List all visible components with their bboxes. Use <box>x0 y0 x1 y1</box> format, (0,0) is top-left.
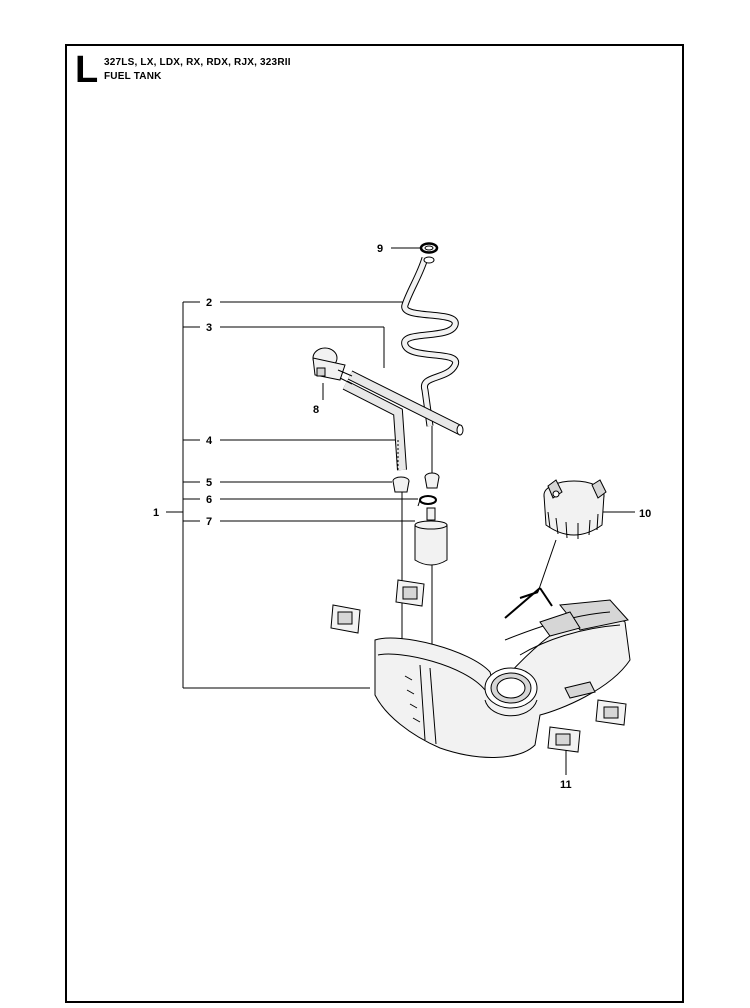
callout-8: 8 <box>313 404 319 416</box>
part-11-pads <box>330 579 627 753</box>
callout-4: 4 <box>206 435 213 447</box>
callout-9: 9 <box>377 243 383 255</box>
callout-6: 6 <box>206 494 212 506</box>
part-1-fuel-tank <box>374 599 631 758</box>
callout-11: 11 <box>560 779 572 791</box>
page-frame <box>65 44 684 1003</box>
callout-7: 7 <box>206 516 212 528</box>
callout-3: 3 <box>206 322 212 334</box>
leader-lines <box>166 247 635 775</box>
callout-5: 5 <box>206 477 212 489</box>
part-2-coiled-hose <box>401 256 459 427</box>
part-10-fuel-cap <box>504 479 607 619</box>
part-4-bent-hose <box>342 380 407 471</box>
part-3-straight-hose <box>347 370 464 436</box>
part-6-clamp <box>417 495 437 507</box>
part-7-fuel-filter <box>414 507 448 566</box>
part-9-clamp <box>419 242 439 254</box>
section-letter: L <box>75 49 99 91</box>
callout-1: 1 <box>153 507 159 519</box>
diagram-title: FUEL TANK <box>104 71 162 82</box>
part-8-primer-bulb <box>312 347 353 385</box>
callout-10: 10 <box>639 508 651 520</box>
callout-2: 2 <box>206 297 212 309</box>
callout-numbers: 1 2 3 4 5 6 7 8 9 10 11 <box>153 243 651 791</box>
model-list: 327LS, LX, LDX, RX, RDX, RJX, 323RII <box>104 57 291 68</box>
part-5-grommet <box>392 472 440 493</box>
